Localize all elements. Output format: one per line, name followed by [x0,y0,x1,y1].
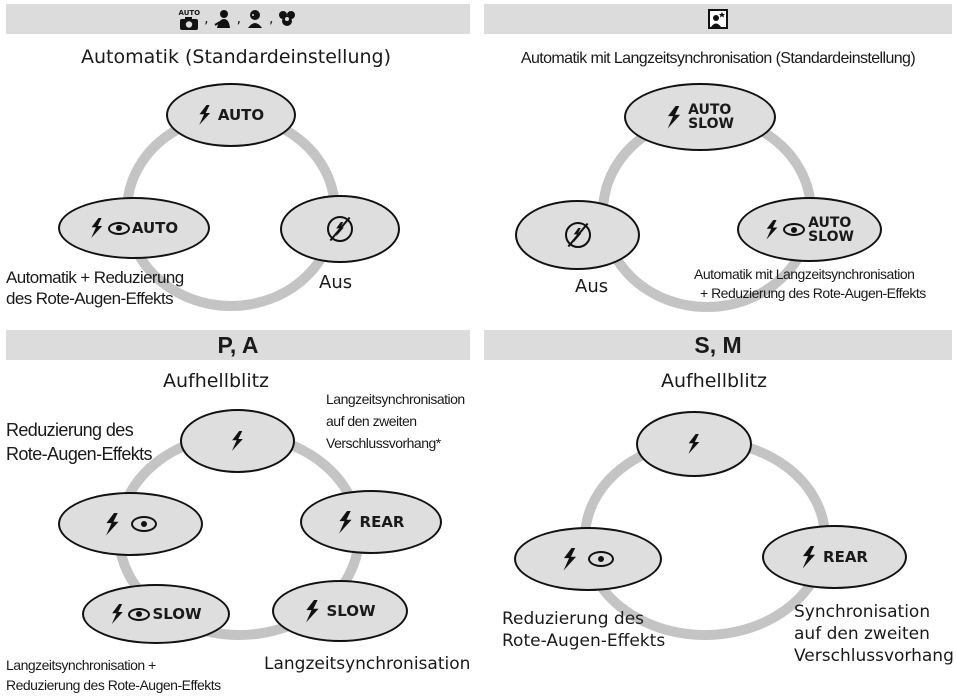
header-night-portrait [484,4,952,34]
label-slow-sync: Langzeitsynchronisation [264,654,471,674]
label-red-eye-auto: Automatik + Reduzierung des Rote-Augen-E… [6,268,184,308]
flash-icon [766,219,778,240]
flash-icon [199,105,211,125]
fill-flash-button[interactable] [180,409,295,473]
mode-header-label: P, A [217,331,259,358]
closeup-scene-icon [279,11,296,26]
mode-label: AUTO SLOW [688,102,734,132]
red-eye-icon [107,221,130,235]
flash-icon [802,545,816,569]
flash-icon [306,599,319,623]
red-eye-button[interactable] [514,527,662,591]
auto-camera-icon: AUTO [179,9,200,30]
flash-off-button[interactable] [515,200,640,270]
mode-label: REAR [359,512,405,531]
flash-icon [106,512,119,536]
flash-icon [688,434,700,454]
flash-off-icon [564,222,591,248]
red-eye-icon [128,607,151,621]
night-portrait-icon [708,9,728,29]
slow-sync-button[interactable]: SLOW [272,580,408,642]
flash-off-button[interactable] [280,195,400,263]
red-eye-slow-button[interactable]: SLOW [82,584,230,644]
flash-icon [231,431,243,451]
flash-icon [563,547,577,571]
red-eye-button[interactable] [58,492,203,556]
child-scene-icon [248,10,263,28]
mode-label: AUTO SLOW [808,214,854,245]
title-auto-slow: Automatik mit Langzeitsynchronisation (S… [520,50,916,67]
flash-icon [111,604,123,624]
mode-label: AUTO [217,105,265,124]
label-rear-curtain: Synchronisation auf den zweiten Verschlu… [794,602,954,666]
mode-label: SLOW [326,601,376,620]
label-red-eye: Reduzierung des Rote-Augen-Effekts [6,420,153,464]
flash-icon [91,218,103,238]
rear-curtain-button[interactable]: REAR [762,525,907,589]
flash-off-icon [327,216,353,242]
scene-icons: AUTO , , , [179,9,298,30]
title-aufhellblitz: Aufhellblitz [162,370,270,392]
label-off: Aus [319,272,353,293]
flash-auto-slow-button[interactable]: AUTO SLOW [624,83,776,151]
header-shutter-manual: S, M [484,330,952,360]
red-eye-auto-slow-button[interactable]: AUTO SLOW [737,197,882,262]
label-red-eye-auto-slow: Automatik mit Langzeitsynchronisation + … [694,266,926,301]
red-eye-icon [588,551,614,567]
label-off: Aus [575,276,609,297]
header-program-aperture: P, A [6,330,470,360]
mode-label: REAR [823,547,868,566]
title-automatik: Automatik (Standardeinstellung) [80,46,392,68]
red-eye-auto-button[interactable]: AUTO [58,197,210,259]
label-rear-curtain: Langzeitsynchronisation auf den zweiten … [326,391,465,451]
red-eye-icon [783,223,806,236]
label-red-eye-slow: Langzeitsynchronisation + Reduzierung de… [6,657,221,693]
flash-auto-button[interactable]: AUTO [166,83,296,147]
mode-label: AUTO [131,218,179,237]
fill-flash-button[interactable] [636,411,752,477]
red-eye-icon [130,516,157,532]
label-red-eye: Reduzierung des Rote-Augen-Effekts [502,609,666,651]
title-aufhellblitz: Aufhellblitz [660,370,768,392]
flash-icon [667,105,681,129]
rear-curtain-button[interactable]: REAR [300,490,442,554]
portrait-scene-icon [214,10,230,28]
mode-header-label: S, M [694,331,742,358]
header-auto-scenes: AUTO , , , [6,4,470,34]
mode-label: SLOW [152,604,202,623]
flash-icon [339,510,352,534]
